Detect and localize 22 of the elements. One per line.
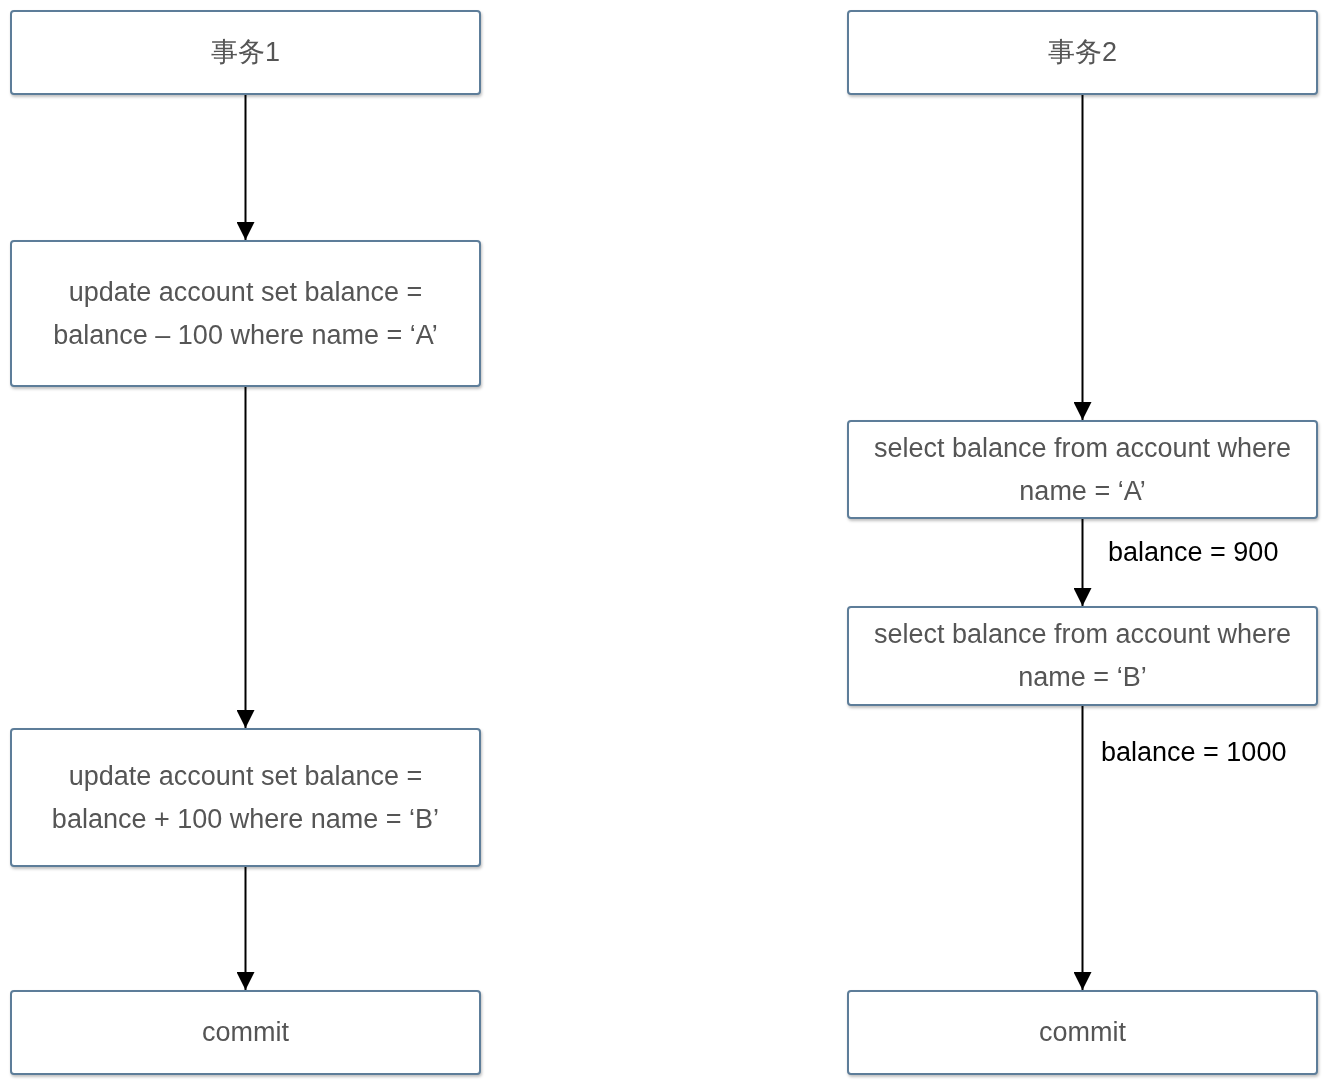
box-text: update account set balance = balance – 100 where name = ‘A’: [52, 275, 439, 352]
arrow: [236, 386, 255, 729]
arrow: [1073, 94, 1092, 421]
process-box: [847, 606, 1318, 706]
arrow: [236, 94, 255, 241]
process-box: [847, 990, 1318, 1075]
process-box: [10, 990, 481, 1075]
arrow: [1073, 705, 1092, 991]
process-box: [847, 10, 1318, 95]
box-text: 事务2: [1048, 36, 1117, 69]
box-text: 事务1: [211, 36, 280, 69]
process-box: [10, 728, 481, 867]
arrow: [236, 866, 255, 991]
process-box: [10, 10, 481, 95]
process-box: [10, 240, 481, 387]
box-text: commit: [202, 1016, 289, 1049]
box-text: select balance from account where name = ‘B’: [872, 618, 1293, 694]
process-box: [847, 420, 1318, 519]
box-text: select balance from account where name = ‘A’: [872, 431, 1293, 508]
box-text: commit: [1039, 1016, 1126, 1049]
arrow: [1073, 518, 1092, 607]
box-text: update account set balance = balance + 100 where name = ‘B’: [50, 759, 441, 836]
